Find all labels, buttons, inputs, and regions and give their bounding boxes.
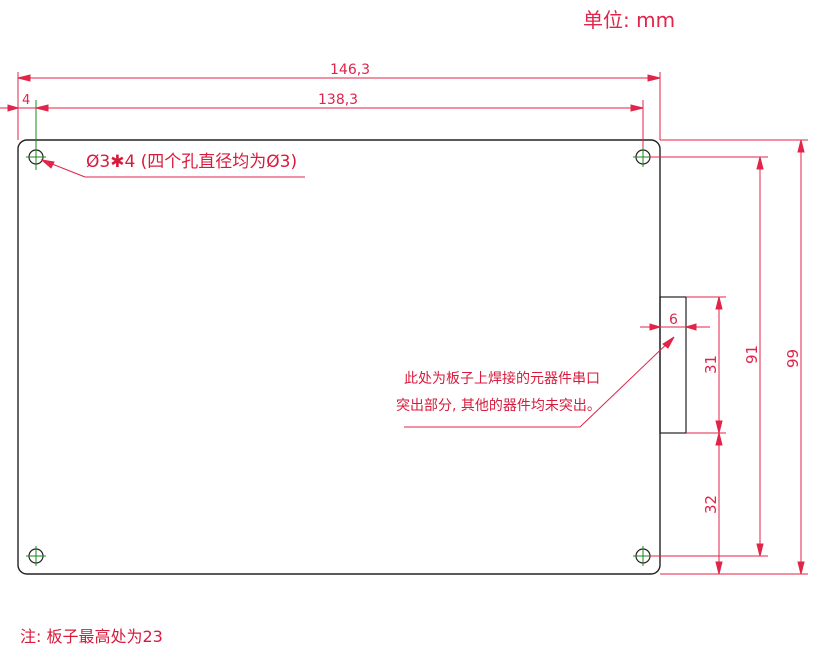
component-note-line2: 突出部分, 其他的器件均未突出。 (396, 398, 601, 414)
dim-port-depth: 6 (669, 312, 678, 328)
board-outline (17, 139, 661, 575)
dim-hole-spacing-x: 138,3 (318, 92, 358, 108)
serial-port-protrusion (659, 296, 687, 434)
footer-note: 注: 板子最高处为23 (20, 627, 163, 646)
hole-callout-leader (40, 159, 305, 178)
mounting-hole-top-left (26, 100, 46, 170)
unit-label: 单位: mm (583, 8, 675, 32)
dim-port-bottom-offset: 32 (702, 495, 720, 514)
hole-callout-text: Ø3✱4 (四个孔直径均为Ø3) (86, 152, 297, 172)
dim-hole-spacing-y: 91 (743, 345, 761, 364)
dim-overall-height: 99 (784, 349, 802, 368)
dim-overall-width: 146,3 (330, 62, 370, 78)
dimension-lines (0, 72, 808, 575)
dim-hole-offset: 4 (22, 93, 30, 108)
component-note-leader (404, 336, 675, 428)
mounting-hole-bottom-left (26, 546, 46, 566)
component-note-line1: 此处为板子上焊接的元器件串口 (404, 370, 600, 387)
dim-port-height: 31 (702, 355, 720, 374)
